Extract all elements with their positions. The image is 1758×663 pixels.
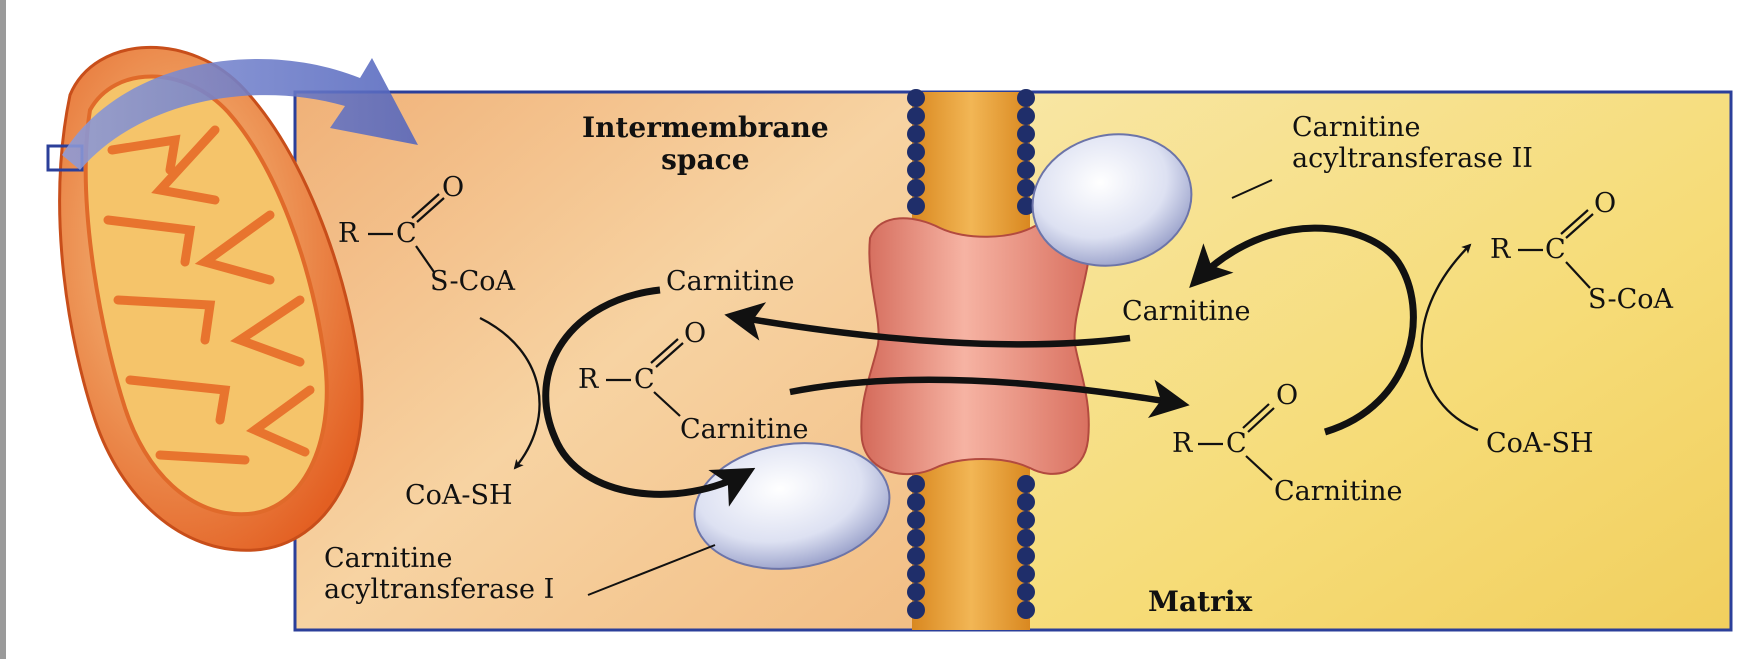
left-acyl-coa-c: C [396, 218, 417, 249]
left-acyl-coa-bonds [368, 193, 445, 273]
lipid-head [907, 547, 925, 565]
lipid-head [907, 475, 925, 493]
lipid-head [907, 107, 925, 125]
lipid-head [907, 493, 925, 511]
page-edge [0, 0, 6, 659]
lipid-head [907, 161, 925, 179]
cat2-label: Carnitine acyltransferase II [1292, 112, 1533, 175]
left-coash: CoA-SH [405, 480, 513, 511]
left-acyl-coa-o: O [442, 172, 465, 203]
lipid-head [1017, 583, 1035, 601]
left-carnitine: Carnitine [666, 266, 795, 297]
lipid-head [1017, 107, 1035, 125]
lipid-head [1017, 547, 1035, 565]
right-acylcarnitine-bonds [1198, 403, 1275, 481]
lipid-head [907, 143, 925, 161]
right-coash: CoA-SH [1486, 428, 1594, 459]
lipid-head [907, 197, 925, 215]
lipid-head [1017, 601, 1035, 619]
lipid-head [907, 89, 925, 107]
left-acylcarnitine-c: C [634, 364, 655, 395]
carnitine-acyltransferase-ii-protein [1031, 133, 1193, 267]
cat1-label: Carnitine acyltransferase I [324, 543, 555, 606]
matrix-label: Matrix [1148, 585, 1253, 618]
reaction-arrows [479, 224, 1479, 507]
carnitine-export-arrow [724, 302, 1131, 348]
lipid-head [907, 511, 925, 529]
left-acylcarnitine-bonds [606, 338, 684, 417]
lipid-head [907, 565, 925, 583]
mitochondrion-illustration [46, 46, 364, 552]
right-acyl-coa-bonds [1518, 209, 1594, 289]
right-acylcarnitine-o: O [1276, 380, 1299, 411]
cat1-big-arrow [542, 286, 756, 507]
left-acyl-coa-scoa: S-CoA [430, 266, 516, 297]
lipid-head [907, 529, 925, 547]
lipid-heads [907, 89, 1035, 619]
left-acylcarnitine-carnitine: Carnitine [680, 414, 809, 445]
left-acyl-coa-r: R [338, 218, 359, 249]
right-acyl-coa-c: C [1545, 234, 1566, 265]
mitochondrion-inner-membrane [83, 74, 329, 517]
cristae [103, 125, 315, 465]
lipid-head [1017, 143, 1035, 161]
right-carnitine: Carnitine [1122, 296, 1251, 327]
intermembrane-space-label: Intermembrane space [582, 111, 829, 177]
lipid-head [907, 179, 925, 197]
lipid-head [1017, 179, 1035, 197]
right-acyl-coa-r: R [1490, 234, 1511, 265]
cat2-thin-arrow [1420, 243, 1479, 432]
left-acylcarnitine-o: O [684, 318, 707, 349]
lipid-head [1017, 161, 1035, 179]
left-acylcarnitine-r: R [578, 364, 599, 395]
right-acylcarnitine-carnitine: Carnitine [1274, 476, 1403, 507]
lipid-head [1017, 197, 1035, 215]
zoom-arrow [62, 58, 418, 170]
lipid-head [1017, 125, 1035, 143]
right-acyl-coa-scoa: S-CoA [1588, 284, 1674, 315]
lipid-head [907, 601, 925, 619]
lipid-head [1017, 565, 1035, 583]
lipid-head [1017, 529, 1035, 547]
right-acylcarnitine-c: C [1226, 428, 1247, 459]
lipid-head [907, 125, 925, 143]
cat1-leader-line [587, 544, 716, 596]
lipid-head [907, 583, 925, 601]
lipid-head [1017, 89, 1035, 107]
lipid-head [1017, 511, 1035, 529]
cat2-leader-line [1231, 179, 1273, 199]
cat1-thin-arrow [479, 316, 541, 470]
right-acyl-coa-o: O [1594, 188, 1617, 219]
acylcarnitine-import-arrow [789, 376, 1190, 419]
lipid-head [1017, 475, 1035, 493]
cat2-big-arrow [1189, 224, 1417, 436]
right-acylcarnitine-r: R [1172, 428, 1193, 459]
lipid-head [1017, 493, 1035, 511]
